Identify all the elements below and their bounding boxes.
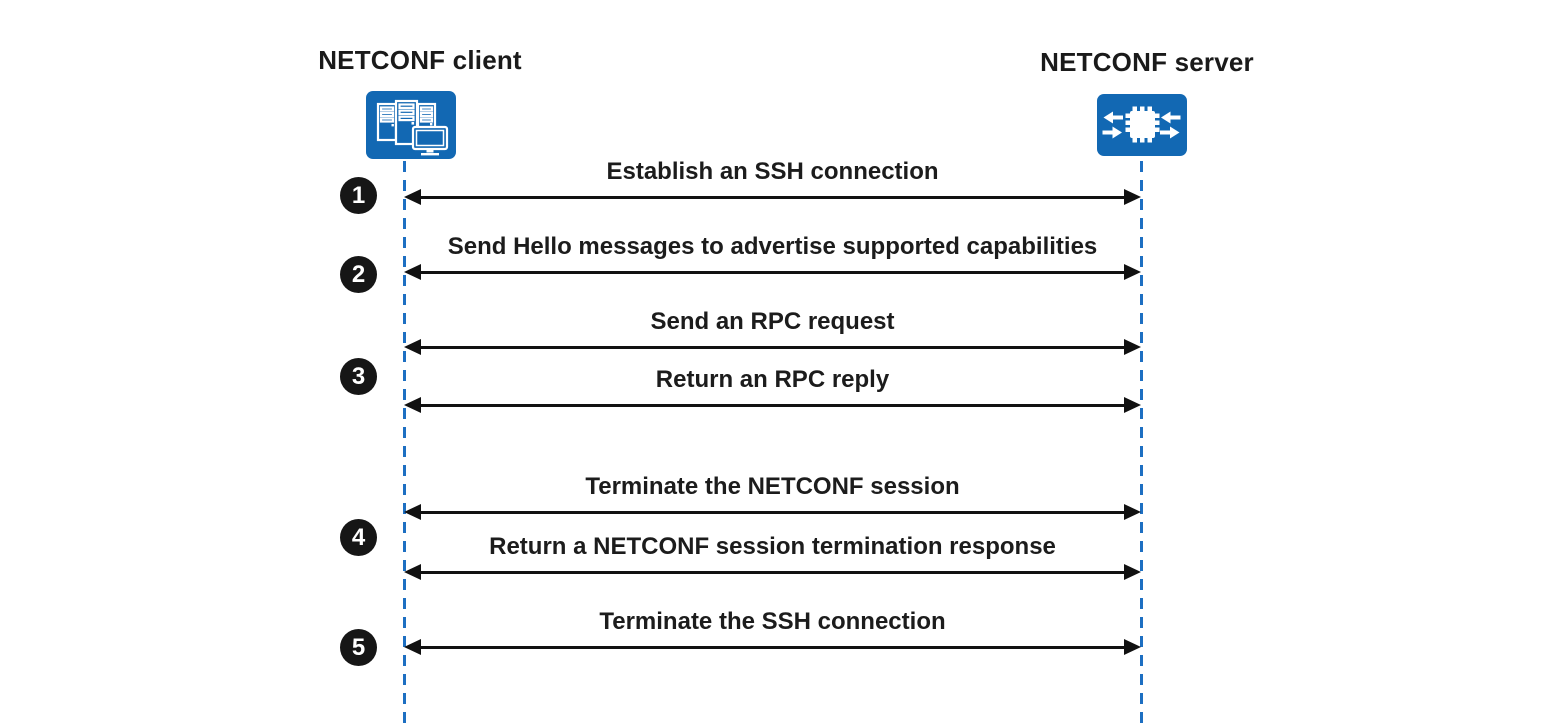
arrow-line xyxy=(414,645,1131,649)
message-establish-ssh: Establish an SSH connection xyxy=(404,155,1141,205)
message-label: Establish an SSH connection xyxy=(606,158,939,185)
message-label: Return an RPC reply xyxy=(655,366,890,393)
arrow-head-right xyxy=(1124,639,1141,655)
arrow-head-left xyxy=(404,264,421,280)
arrow-head-right xyxy=(1124,189,1141,205)
message-hello-capabilities: Send Hello messages to advertise support… xyxy=(404,230,1141,280)
message-label: Return a NETCONF session termination res… xyxy=(489,533,1056,560)
message-rpc-reply: Return an RPC reply xyxy=(404,363,1141,413)
arrow-head-left xyxy=(404,397,421,413)
arrow-head-left xyxy=(404,564,421,580)
step-badge-1: 1 xyxy=(340,177,377,214)
server-actor-title: NETCONF server xyxy=(1040,47,1254,77)
step-badge-3: 3 xyxy=(340,358,377,395)
arrow-line xyxy=(414,195,1131,199)
message-label: Terminate the NETCONF session xyxy=(585,473,960,500)
arrow-line xyxy=(414,270,1131,274)
client-lifeline xyxy=(403,161,406,723)
arrow-head-right xyxy=(1124,264,1141,280)
message-label: Send Hello messages to advertise support… xyxy=(447,233,1098,260)
client-servers-icon xyxy=(366,91,456,164)
message-rpc-request: Send an RPC request xyxy=(404,305,1141,355)
step-badge-5: 5 xyxy=(340,629,377,666)
arrow-head-left xyxy=(404,189,421,205)
arrow-head-right xyxy=(1124,504,1141,520)
arrow-line xyxy=(414,345,1131,349)
message-terminate-ssh: Terminate the SSH connection xyxy=(404,605,1141,655)
arrow-head-left xyxy=(404,639,421,655)
client-actor-title: NETCONF client xyxy=(318,45,522,75)
step-badge-2: 2 xyxy=(340,256,377,293)
arrow-head-left xyxy=(404,504,421,520)
step-badge-4: 4 xyxy=(340,519,377,556)
arrow-head-right xyxy=(1124,397,1141,413)
arrow-head-right xyxy=(1124,564,1141,580)
arrow-line xyxy=(414,403,1131,407)
arrow-line xyxy=(414,570,1131,574)
message-label: Terminate the SSH connection xyxy=(599,608,946,635)
arrow-head-right xyxy=(1124,339,1141,355)
arrow-line xyxy=(414,510,1131,514)
message-terminate-session: Terminate the NETCONF session xyxy=(404,470,1141,520)
message-label: Send an RPC request xyxy=(650,308,895,335)
arrow-head-left xyxy=(404,339,421,355)
server-chip-icon xyxy=(1097,94,1187,161)
message-termination-response: Return a NETCONF session termination res… xyxy=(404,530,1141,580)
server-lifeline xyxy=(1140,161,1143,723)
